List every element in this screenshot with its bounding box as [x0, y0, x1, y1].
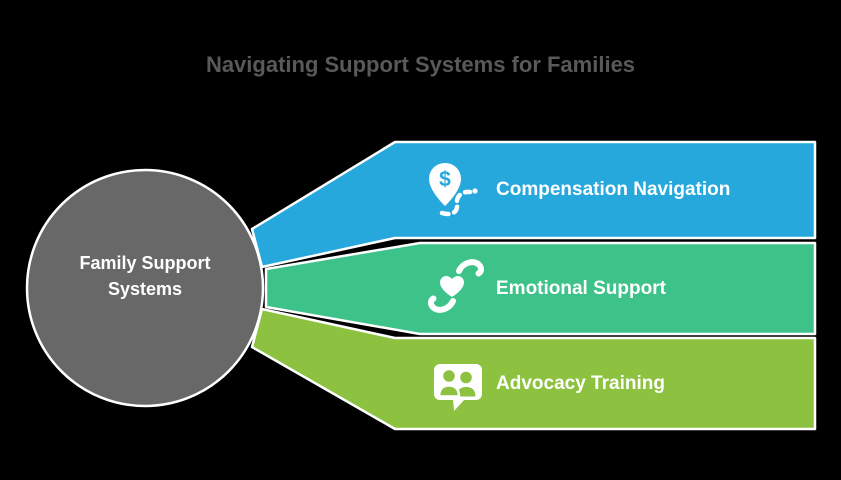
hands-holding-heart-icon	[428, 259, 484, 313]
branch-label-advocacy: Advocacy Training	[496, 372, 665, 394]
branch-ribbon-emotional	[264, 241, 817, 336]
branch-ribbon-advocacy	[250, 307, 817, 431]
front-person-body	[437, 384, 461, 398]
route-end-dot	[472, 188, 478, 194]
center-circle-label: Family Support Systems	[79, 253, 211, 300]
back-person-head	[460, 371, 472, 384]
branch-label-emotional: Emotional Support	[496, 277, 666, 299]
money-location-route-icon: $	[429, 163, 478, 217]
lower-hand-shape	[428, 295, 456, 313]
heart-shape	[440, 276, 464, 297]
center-circle	[25, 168, 265, 408]
map-pin-shape	[429, 163, 461, 206]
dollar-glyph: $	[439, 168, 451, 191]
upper-hand-shape	[456, 259, 484, 277]
people-speech-bubble-icon	[434, 364, 482, 411]
back-person-body	[457, 387, 476, 397]
front-person-head	[440, 367, 458, 385]
dashed-route-path	[439, 189, 473, 217]
speech-bubble-tail	[453, 399, 465, 411]
page-title: Navigating Support Systems for Families	[205, 52, 636, 77]
branch-label-compensation: Compensation Navigation	[496, 179, 731, 200]
